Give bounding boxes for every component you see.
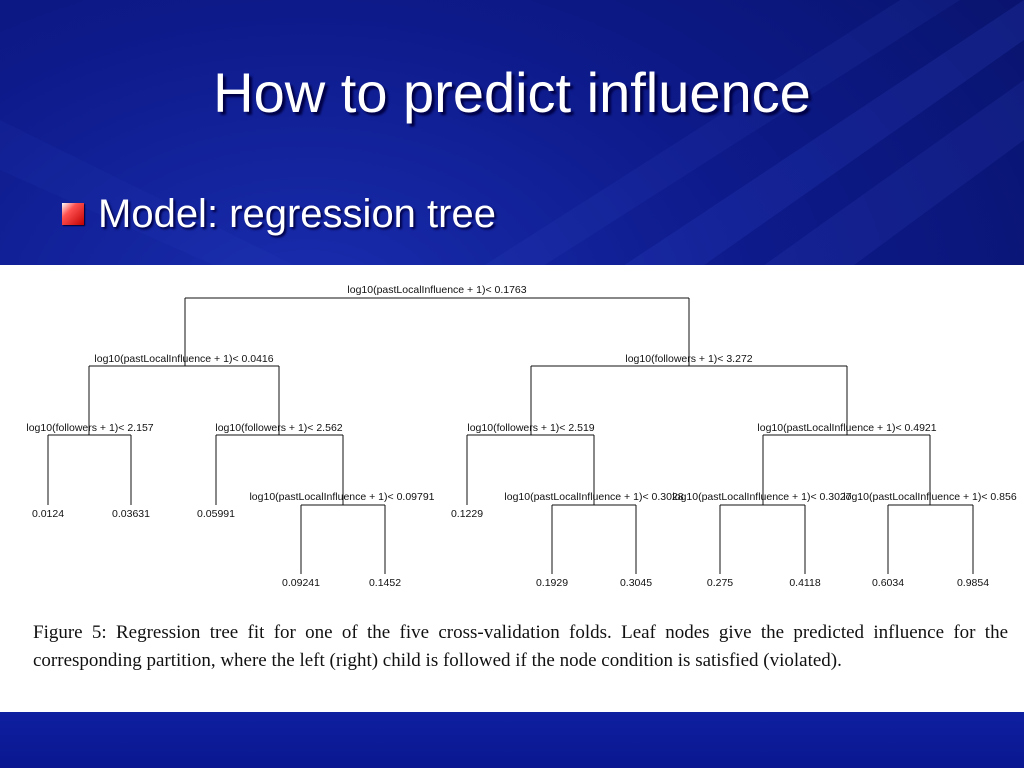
background-rays <box>0 0 1024 268</box>
edge-n3 <box>47 434 132 505</box>
leaf-label: 0.1929 <box>536 577 568 589</box>
bullet-text: Model: regression tree <box>98 191 496 236</box>
leaf-label: 0.1229 <box>451 508 483 520</box>
leaf-label: 0.4118 <box>789 577 820 589</box>
bullet-item: Model: regression tree <box>62 188 496 240</box>
edge-n6 <box>762 434 931 505</box>
edge-n9 <box>719 504 806 574</box>
leaf-label: 0.9854 <box>957 577 989 589</box>
edge-n4 <box>215 434 344 505</box>
split-label-n7: log10(pastLocalInfluence + 1)< 0.09791 <box>249 491 434 503</box>
split-label-n2: log10(followers + 1)< 3.272 <box>625 353 752 365</box>
edge-n10 <box>887 504 974 574</box>
split-label-n5: log10(followers + 1)< 2.519 <box>467 422 594 434</box>
split-label-root: log10(pastLocalInfluence + 1)< 0.1763 <box>347 284 526 296</box>
leaf-label: 0.09241 <box>282 577 320 589</box>
edge-root <box>184 297 690 366</box>
leaf-label: 0.275 <box>707 577 733 589</box>
tree-edges <box>47 297 974 574</box>
leaf-label: 0.0124 <box>32 508 64 520</box>
leaf-label: 0.6034 <box>872 577 904 589</box>
bullet-square-icon <box>62 203 84 225</box>
slide-title: How to predict influence <box>213 61 811 124</box>
figure-panel: log10(pastLocalInfluence + 1)< 0.1763 lo… <box>0 265 1024 712</box>
split-label-n10: log10(pastLocalInfluence + 1)< 0.856 <box>843 491 1017 503</box>
split-label-n6: log10(pastLocalInfluence + 1)< 0.4921 <box>757 422 936 434</box>
leaf-label: 0.05991 <box>197 508 235 520</box>
bottom-band <box>0 712 1024 768</box>
ray-3 <box>480 0 960 268</box>
edge-n1 <box>88 365 280 435</box>
regression-tree-diagram: log10(pastLocalInfluence + 1)< 0.1763 lo… <box>26 284 1016 589</box>
leaf-label: 0.3045 <box>620 577 652 589</box>
edge-n8 <box>551 504 637 574</box>
split-label-n1: log10(pastLocalInfluence + 1)< 0.0416 <box>94 353 273 365</box>
split-label-n9: log10(pastLocalInfluence + 1)< 0.3027 <box>672 491 851 503</box>
edge-n7 <box>300 504 386 574</box>
ray-4 <box>0 120 300 268</box>
ray-1 <box>620 0 1024 268</box>
split-label-n8: log10(pastLocalInfluence + 1)< 0.3028 <box>504 491 683 503</box>
edge-n2 <box>530 365 848 435</box>
split-label-n3: log10(followers + 1)< 2.157 <box>26 422 153 434</box>
leaf-labels: 0.0124 0.03631 0.05991 0.09241 0.1452 0.… <box>32 508 989 589</box>
split-label-n4: log10(followers + 1)< 2.562 <box>215 422 342 434</box>
edge-n5 <box>466 434 595 505</box>
ray-2 <box>760 80 1024 268</box>
figure-caption: Figure 5: Regression tree fit for one of… <box>33 622 1008 671</box>
leaf-label: 0.1452 <box>369 577 401 589</box>
leaf-label: 0.03631 <box>112 508 150 520</box>
split-labels: log10(pastLocalInfluence + 1)< 0.1763 lo… <box>26 284 1016 503</box>
